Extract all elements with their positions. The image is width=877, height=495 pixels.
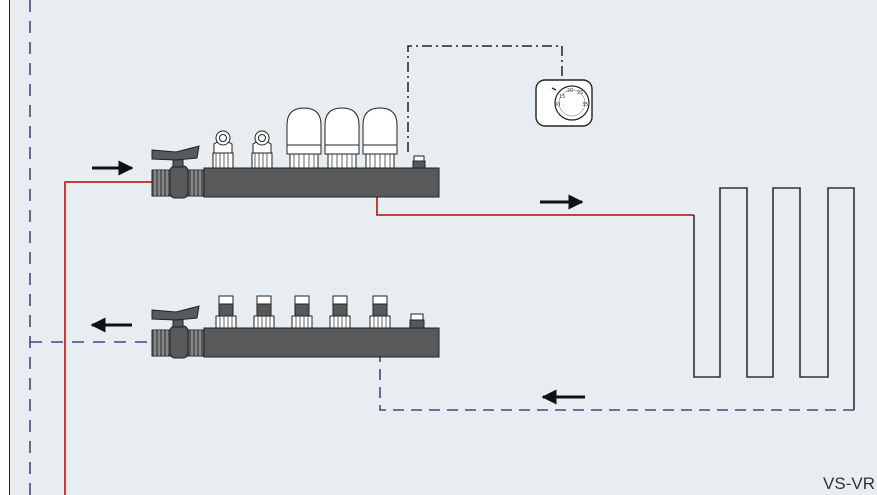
- thermal-actuator: [324, 107, 360, 169]
- return-loop-line: [379, 357, 854, 411]
- air-vent: [412, 155, 426, 169]
- background-panel: [9, 0, 877, 495]
- room-thermostat: 15 20 25 30 35: [535, 79, 593, 127]
- air-vent: [409, 313, 425, 329]
- return-ball-valve: [151, 305, 205, 359]
- return-manifold-bar: [203, 327, 440, 358]
- dial-label-3: 25: [577, 90, 583, 96]
- supply-manifold: [151, 107, 440, 199]
- supply-manifold-bar: [203, 167, 440, 198]
- flow-meter: [212, 130, 234, 169]
- flow-meter: [251, 130, 273, 169]
- thermal-actuator: [362, 107, 398, 169]
- thermal-actuator: [286, 107, 322, 169]
- diagram-code-label: VS-VR: [823, 474, 875, 493]
- dial-label-1: 15: [559, 94, 565, 100]
- return-manifold: [151, 295, 440, 359]
- return-valve: [253, 295, 275, 329]
- supply-loop-line: [376, 196, 694, 216]
- supply-ball-valve: [151, 145, 205, 199]
- floor-heating-loop: [693, 187, 855, 410]
- control-wire: [407, 45, 563, 152]
- return-valve: [215, 295, 237, 329]
- dial-label-5: 35: [582, 102, 588, 108]
- dial-label-2: 20: [567, 88, 573, 94]
- return-valve: [291, 295, 313, 329]
- supply-riser-line: [64, 181, 152, 495]
- dial-label-4: 30: [554, 102, 560, 108]
- return-valve: [369, 295, 391, 329]
- return-valve: [329, 295, 351, 329]
